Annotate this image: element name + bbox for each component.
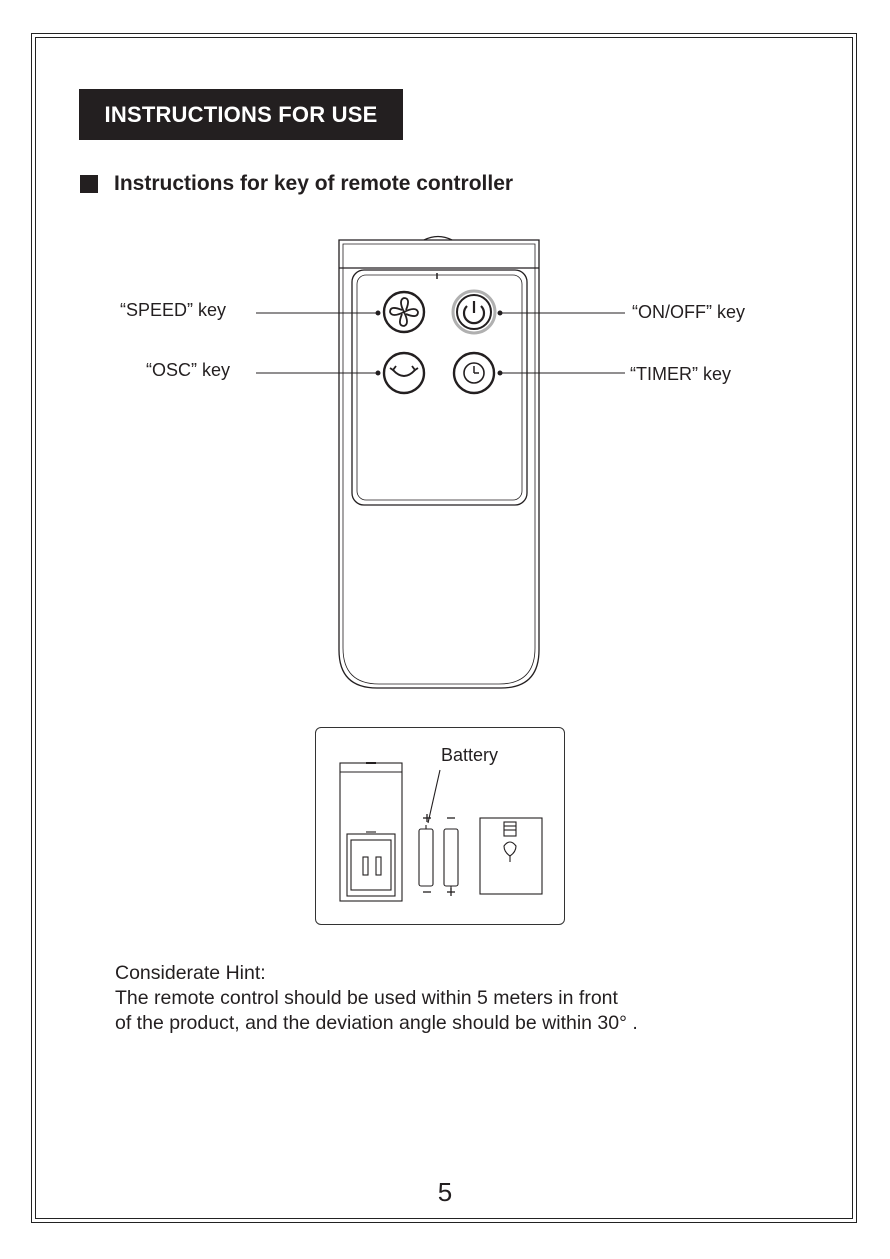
page-number: 5 [0,1177,890,1208]
timer-key-label: “TIMER” key [630,364,731,385]
speed-key-fan-icon[interactable] [384,292,424,332]
battery-panel [315,727,565,925]
hint-line-2: of the product, and the deviation angle … [115,1011,638,1036]
battery-label: Battery [441,745,498,766]
osc-key-label: “OSC” key [146,360,230,381]
remote-body [339,237,539,689]
hint-line-1: The remote control should be used within… [115,986,638,1011]
considerate-hint: Considerate Hint: The remote control sho… [115,961,638,1036]
onoff-key-power-icon[interactable] [453,291,495,333]
osc-key-oscillate-icon[interactable] [384,353,424,393]
timer-key-clock-icon[interactable] [454,353,494,393]
speed-key-label: “SPEED” key [120,300,226,321]
hint-title: Considerate Hint: [115,961,638,986]
onoff-key-label: “ON/OFF” key [632,302,745,323]
leader-lines [256,311,625,375]
